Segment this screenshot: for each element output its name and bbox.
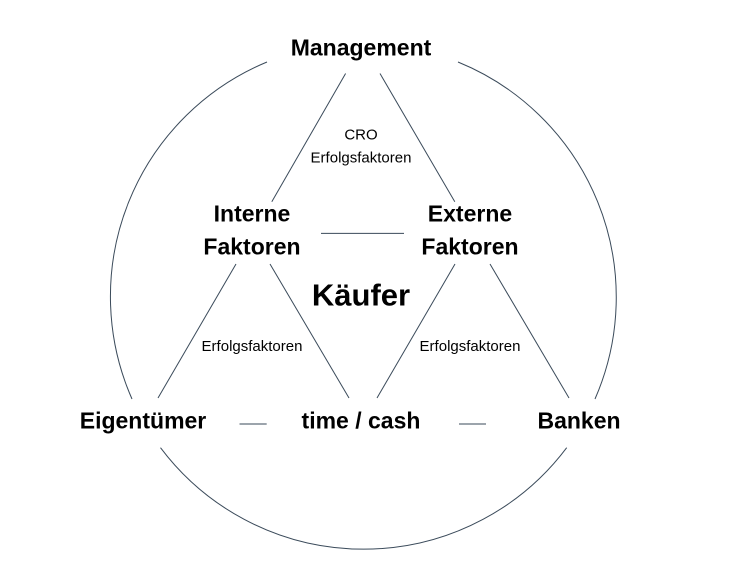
node-externe-faktoren: Externe Faktoren (421, 198, 518, 265)
node-externe-line1: Externe (427, 200, 513, 227)
node-kaeufer: Käufer (311, 277, 411, 313)
edge-management-externe (379, 73, 456, 203)
edge-externe-timecash (376, 263, 456, 399)
circle-arc-right (457, 61, 617, 400)
edge-label-top-line2: Erfolgsfaktoren (310, 149, 412, 166)
node-eigentuemer: Eigentümer (79, 407, 207, 434)
node-externe-line2: Faktoren (421, 234, 519, 260)
node-banken: Banken (537, 407, 621, 434)
node-interne-line1: Interne (213, 200, 291, 227)
circle-arc-bottom (160, 447, 568, 550)
edge-label-bottom-right: Erfolgsfaktoren (419, 337, 521, 355)
node-management: Management (290, 34, 432, 61)
edge-label-top: CRO Erfolgsfaktoren (311, 125, 412, 170)
node-time-cash: time / cash (301, 407, 421, 434)
circle-arc-left (109, 61, 268, 400)
edge-interne-eigentuemer (157, 263, 237, 399)
edge-management-interne (271, 73, 347, 203)
edge-label-bottom-left: Erfolgsfaktoren (201, 337, 303, 355)
node-interne-faktoren: Interne Faktoren (203, 198, 300, 265)
edge-label-top-line1: CRO (344, 126, 378, 144)
node-interne-line2: Faktoren (203, 234, 301, 260)
edge-interne-timecash (269, 263, 350, 399)
edge-externe-banken (489, 263, 570, 399)
